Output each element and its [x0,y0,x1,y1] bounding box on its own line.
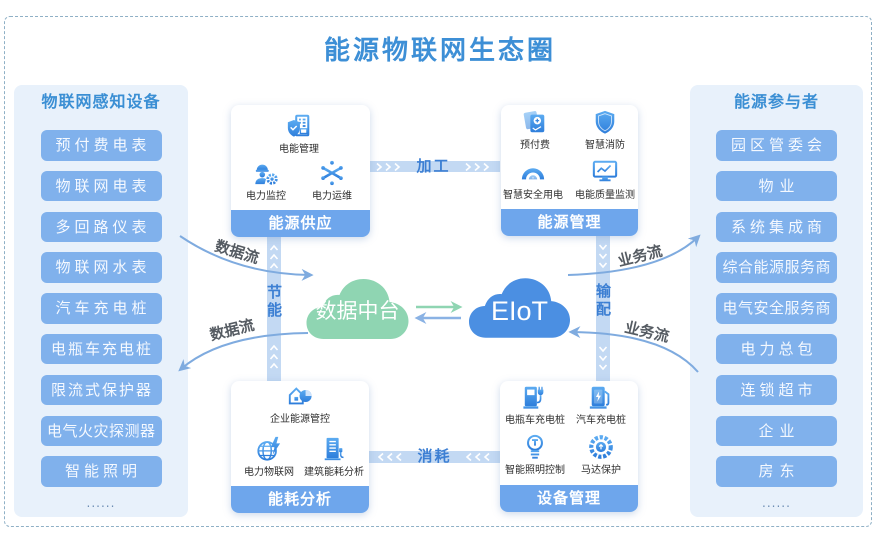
gauge-icon [521,168,545,180]
participant-item: 连锁超市 [716,374,837,406]
feature-building-energy-analysis: 建筑能耗分析 [298,436,370,479]
chevron-up-icon [269,244,279,269]
chevron-left-icon [377,452,402,461]
module-title: 设备管理 [500,485,638,512]
feature-enterprise-energy-control: 企业能源管控 [264,383,336,426]
chevron-right-icon [376,162,401,171]
connector-consumption: 消耗 [369,447,500,465]
feature-smart-electrical-safety: 智慧安全用电 [497,159,569,202]
feature-label: 建筑能耗分析 [304,467,364,478]
participant-item: 园区管委会 [716,130,837,161]
page-title: 能源物联网生态圈 [323,36,556,66]
building-plug-icon [324,437,344,461]
feature-power-quality-monitoring: 电能质量监测 [569,159,641,202]
chevron-left-icon [465,452,490,461]
feature-label: 预付费 [520,140,550,151]
device-item: 智能照明 [40,456,162,487]
feature-ebike-charger: 电瓶车充电桩 [499,384,571,427]
feature-label: 智慧安全用电 [503,190,563,201]
eiot-cloud-icon [468,278,571,338]
module-device-management: 电瓶车充电桩 汽车充电桩 智能照明控制 [500,381,638,512]
ev-charger-plug-icon [523,386,544,409]
feature-label: 电力运维 [312,191,352,202]
panel-title: 能源参与者 [733,92,819,111]
module-title: 能耗分析 [231,486,369,513]
device-list: 预付费电表 物联网电表 多回路仪表 物联网水表 汽车充电桩 电瓶车充电桩 限流式… [14,130,188,487]
chevron-up-icon [269,344,279,369]
participant-list: 园区管委会 物业 系统集成商 综合能源服务商 电气安全服务商 电力总包 连锁超市… [690,130,863,487]
feature-label: 马达保护 [581,465,621,476]
feature-prepaid: 预付费 [499,109,571,152]
feature-label: 电能管理 [279,144,319,155]
feature-label: 汽车充电桩 [576,415,626,426]
chevron-down-icon [598,244,608,269]
participant-item: 系统集成商 [716,211,837,243]
feature-label: 电能质量监测 [575,190,635,201]
feature-label: 电力监控 [246,191,286,202]
eiot-label: EIoT [490,296,549,326]
feature-power-management: 电能管理 [263,113,335,156]
feature-smart-lighting-control: 智能照明控制 [499,434,571,477]
feature-label: 电瓶车充电桩 [505,415,565,426]
dashed-outer-frame [4,16,872,527]
module-consumption-analysis: 企业能源管控 电力物联网 建筑能耗分析 能耗分析 [231,381,369,513]
data-platform-cloud-icon [306,279,409,339]
participant-item: 企业 [716,415,837,447]
module-energy-management: 预付费 智慧消防 智慧安全用电 电能质量监测 能源管理 [501,105,638,236]
monitor-chart-icon [592,160,618,182]
data-platform-label: 数据中台 [315,299,400,323]
device-item: 物联网电表 [40,170,162,202]
shield-icon [595,110,615,134]
prepaid-card-icon [523,111,545,133]
module-energy-supply: 电能管理 电力监控 [231,105,370,237]
snowflake-icon [321,160,343,186]
globe-lightning-icon [257,436,281,461]
participant-item: 房东 [716,456,837,487]
connector-energy-saving: 节能 [265,237,283,381]
device-item: 电气火灾探测器 [40,415,162,447]
motor-gear-icon [589,435,613,459]
sensing-devices-panel: 物联网感知设备 预付费电表 物联网电表 多回路仪表 物联网水表 汽车充电桩 电瓶… [14,85,188,517]
device-item: 预付费电表 [40,130,162,161]
connector-label: 节能 [265,284,283,320]
device-item: 电瓶车充电桩 [40,333,162,365]
feature-label: 智能照明控制 [505,465,565,476]
light-bulb-icon [527,434,543,459]
house-pie-icon [288,387,312,405]
worker-gear-icon [255,164,278,185]
feature-power-monitoring: 电力监控 [230,160,302,203]
feature-label: 企业能源管控 [270,414,330,425]
device-item: 物联网水表 [40,252,162,283]
module-title: 能源供应 [231,210,370,237]
charging-station-icon [589,386,610,409]
chevron-down-icon [598,346,608,371]
building-shield-icon [287,114,310,137]
participant-item: 电力总包 [716,333,837,365]
panel-title: 物联网感知设备 [41,92,161,111]
module-title: 能源管理 [501,209,638,236]
energy-participants-panel: 能源参与者 园区管委会 物业 系统集成商 综合能源服务商 电气安全服务商 电力总… [690,85,863,517]
more-ellipsis: ...... [762,496,791,510]
more-ellipsis: ...... [86,496,116,510]
participant-item: 电气安全服务商 [716,293,837,324]
feature-label: 智慧消防 [585,140,625,151]
feature-label: 电力物联网 [244,467,294,478]
feature-power-iot: 电力物联网 [233,436,305,479]
chevron-right-icon [465,162,490,171]
connector-label: 加工 [416,157,451,175]
participant-item: 综合能源服务商 [716,252,837,283]
device-item: 多回路仪表 [40,211,162,243]
participant-item: 物业 [716,170,837,202]
device-item: 汽车充电桩 [40,293,162,324]
feature-smart-fire: 智慧消防 [569,109,641,152]
feature-motor-protection: 马达保护 [565,434,637,477]
connector-label: 输配 [594,283,612,319]
connector-label: 消耗 [417,447,452,465]
feature-power-maintenance: 电力运维 [296,160,368,203]
connector-distribution: 输配 [594,236,612,381]
device-item: 限流式保护器 [40,374,162,406]
connector-processing: 加工 [367,157,500,175]
feature-car-charger: 汽车充电桩 [565,384,637,427]
